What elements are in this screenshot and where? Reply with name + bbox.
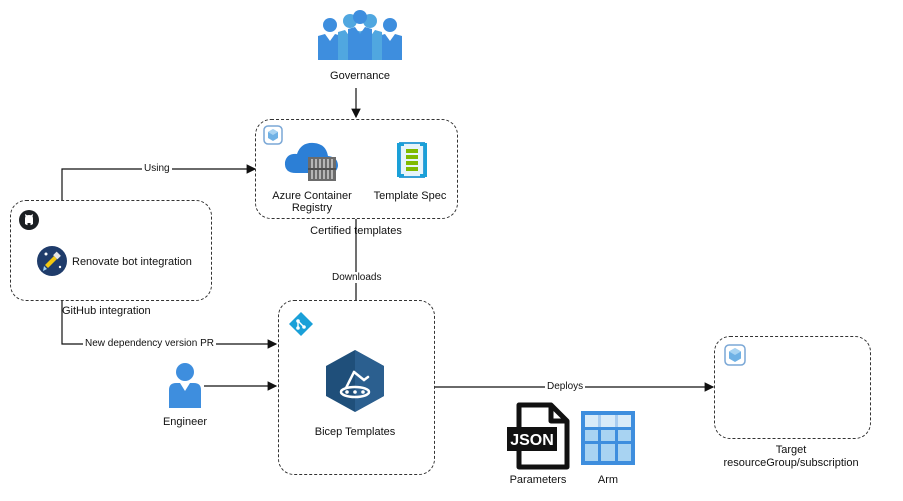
new-dependency-edge-label: New dependency version PR [83, 338, 216, 349]
downloads-edge-label: Downloads [330, 272, 384, 283]
bicep-templates-label: Bicep Templates [314, 426, 396, 438]
template-spec-icon [396, 140, 428, 180]
engineer-icon [168, 362, 202, 408]
json-file-icon: JSON [505, 401, 571, 471]
renovate-bot-icon [36, 245, 68, 277]
engineer-label: Engineer [162, 416, 208, 428]
github-icon [18, 209, 40, 231]
acr-label: Azure Container Registry [272, 190, 352, 214]
arm-template-icon [580, 410, 636, 466]
git-repo-icon [288, 311, 314, 337]
deploys-edge-label: Deploys [545, 381, 586, 392]
governance-icon [318, 8, 402, 60]
container-registry-icon [284, 137, 340, 183]
github-integration-label: GitHub integration [62, 305, 151, 317]
target-label: Target resourceGroup/subscription [723, 444, 859, 469]
parameters-label: Parameters [509, 474, 567, 486]
subscription-icon [724, 344, 746, 366]
using-arrow [61, 164, 257, 200]
certified-templates-label: Certified templates [310, 225, 402, 237]
governance-label: Governance [330, 70, 390, 82]
resource-group-icon [263, 125, 283, 145]
renovate-label: Renovate bot integration [72, 256, 192, 268]
json-badge: JSON [510, 432, 554, 449]
arm-label: Arm [597, 474, 619, 486]
using-edge-label: Using [142, 163, 172, 174]
template-spec-label: Template Spec [373, 190, 447, 202]
bicep-icon [322, 348, 388, 414]
